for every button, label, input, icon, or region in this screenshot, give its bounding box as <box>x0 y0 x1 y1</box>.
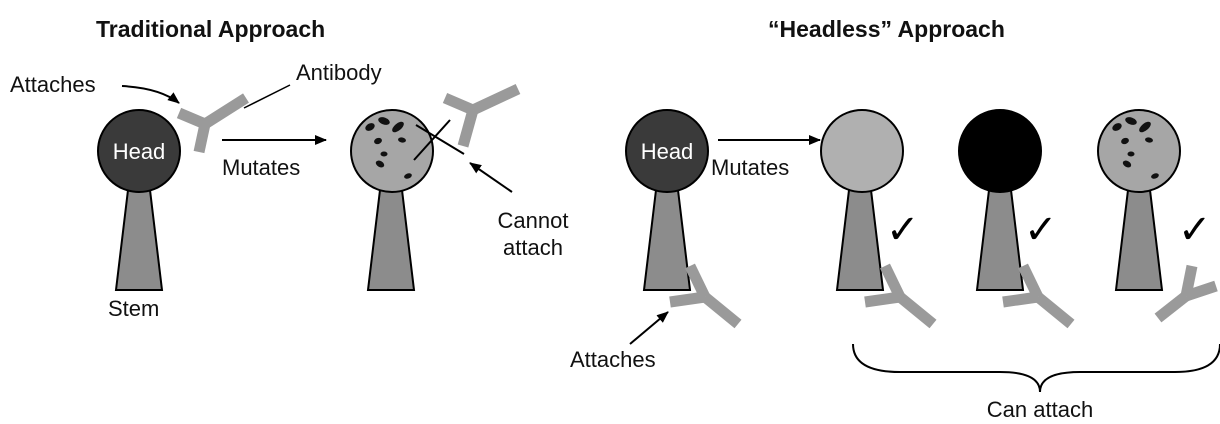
virus-variant-light <box>820 109 904 291</box>
can-attach-label: Can attach <box>987 397 1093 422</box>
attaches-label-bottom: Attaches <box>570 347 656 372</box>
attaches-label-top: Attaches <box>10 72 96 97</box>
cannot-attach-arrow <box>469 162 513 193</box>
light-head-circle <box>820 109 904 193</box>
attaches-arrow-bottom <box>629 311 669 345</box>
head-circle <box>97 109 181 193</box>
spotted-head-circle <box>350 109 434 193</box>
stem-shape <box>975 189 1025 291</box>
virus-original-headless: Head <box>625 109 709 291</box>
title-traditional: Traditional Approach <box>96 16 325 42</box>
spotted-head-circle <box>1097 109 1181 193</box>
head-label: Head <box>641 139 694 164</box>
head-label: Head <box>113 139 166 164</box>
black-head-circle <box>958 109 1042 193</box>
antibody-variant-3 <box>1154 264 1218 323</box>
antibody-attached-head <box>176 93 249 154</box>
antibody-attached-stem <box>669 263 742 329</box>
antibody-label: Antibody <box>296 60 382 85</box>
title-headless: “Headless” Approach <box>768 16 1005 42</box>
virus-variant-black <box>958 109 1042 291</box>
mutation-spots <box>1112 117 1159 179</box>
stem-shape <box>642 189 692 291</box>
cannot-attach-label-line1: Cannot <box>498 208 569 233</box>
attaches-arrow-top <box>121 85 180 104</box>
mutation-spots <box>365 117 412 179</box>
stem-label: Stem <box>108 296 159 321</box>
antibody-variant-2 <box>1002 263 1075 329</box>
virus-variant-spotted <box>1097 109 1181 291</box>
check-mark-2: ✓ <box>1024 207 1058 253</box>
antibody-variant-1 <box>864 263 937 329</box>
check-mark-1: ✓ <box>886 207 920 253</box>
cross-mark <box>413 119 465 161</box>
stem-shape <box>835 189 885 291</box>
curly-brace <box>852 343 1220 393</box>
mutates-label-right: Mutates <box>711 155 789 180</box>
virus-mutated-spotted <box>350 109 434 291</box>
cannot-attach-label-line2: attach <box>503 235 563 260</box>
check-mark-3: ✓ <box>1178 207 1212 253</box>
stem-shape <box>366 189 416 291</box>
antibody-leader-line <box>243 84 291 109</box>
stem-shape <box>114 189 164 291</box>
antibody-detached <box>442 84 521 148</box>
mutates-label-left: Mutates <box>222 155 300 180</box>
virus-original-traditional: Head <box>97 109 181 291</box>
stem-shape <box>1114 189 1164 291</box>
head-circle <box>625 109 709 193</box>
